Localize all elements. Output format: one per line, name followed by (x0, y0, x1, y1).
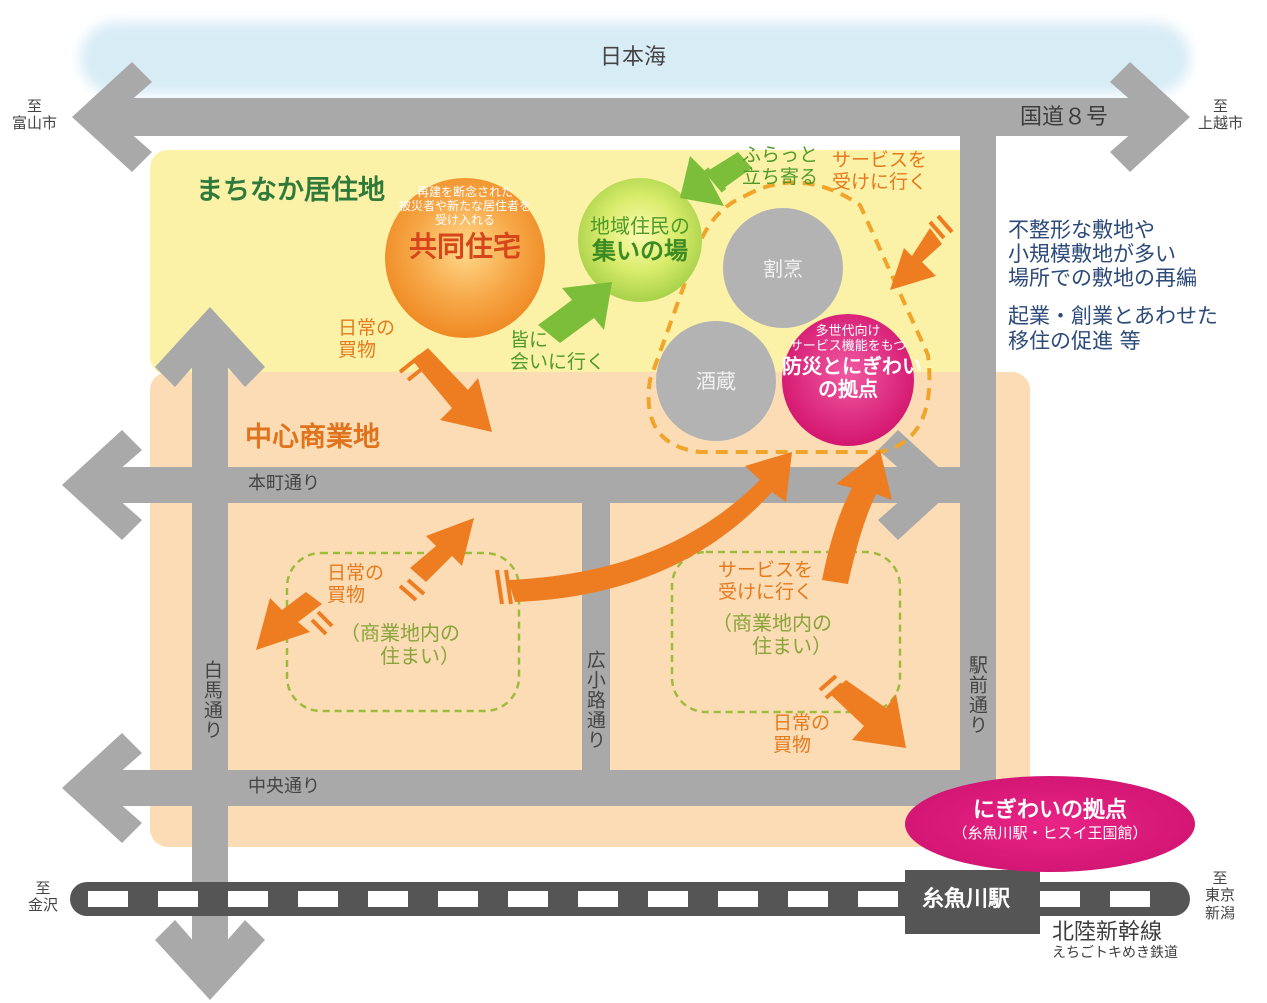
to-label: 至 (27, 97, 43, 115)
flow-meet: 皆に 会いに行く (510, 329, 606, 374)
flow-line: 買物 (327, 583, 366, 606)
flow-line: ふらっと (742, 144, 819, 166)
hub-line3: 防災とにぎわい (782, 353, 922, 378)
flow-line: 立ち寄る (742, 165, 819, 188)
station-box (905, 870, 1040, 934)
housing-note-line: （商業地内の (712, 611, 832, 635)
direction-east-bottom: 至 東京 新潟 (1205, 869, 1236, 922)
hub-circle (782, 314, 914, 446)
place-label: 東京 (1205, 886, 1236, 905)
commercial-zone-title: 中心商業地 (245, 422, 380, 453)
place-label: 富山市 (12, 114, 58, 133)
hub-line1: 多世代向け (815, 324, 881, 339)
kappo-label: 割烹 (763, 257, 803, 281)
station-hub-sub: （糸魚川駅・ヒスイ王国館） (952, 824, 1148, 843)
note-line: 不整形な敷地や (1008, 218, 1155, 242)
flow-line: 受けに行く (718, 580, 814, 603)
to-label: 至 (35, 879, 51, 897)
national-road-label: 国道８号 (1020, 105, 1109, 130)
in-area-housing-left: （商業地内の 住まい） (340, 622, 460, 668)
housing-title: 共同住宅 (408, 230, 521, 264)
flow-line: サービスを (718, 559, 814, 581)
station-label: 糸魚川駅 (922, 887, 1011, 912)
note-line: 場所での敷地の再編 (1008, 266, 1197, 291)
housing-note-line: 住まい） (752, 634, 832, 658)
place-label: 上越市 (1198, 114, 1244, 133)
in-area-housing-right: （商業地内の 住まい） (712, 612, 832, 658)
place-label: 新潟 (1205, 903, 1236, 922)
housing-line1: 再建を断念された (416, 185, 513, 199)
flow-service-right: サービスを 受けに行く (718, 559, 814, 604)
kappo-circle (723, 208, 843, 328)
hub-label: 多世代向け サービス機能をもつ 防災とにぎわい の拠点 (782, 324, 922, 401)
station-hub-label: にぎわいの拠点 （糸魚川駅・ヒスイ王国館） (920, 798, 1180, 843)
street-hirokoji: 広小路通り (583, 650, 606, 750)
notes-block: 不整形な敷地や 小規模敷地が多い 場所での敷地の再編 起業・創業とあわせた 移住… (1008, 218, 1218, 353)
sakagura-circle (656, 321, 776, 441)
flow-line: 日常の (773, 712, 831, 734)
to-label: 至 (1213, 97, 1229, 115)
street-hakuba: 白馬通り (200, 660, 223, 740)
gathering-label: 地域住民の 集いの場 (578, 215, 702, 266)
street-motomachi: 本町通り (248, 473, 320, 494)
flow-daily-left: 日常の 買物 (327, 562, 385, 607)
housing-label: 再建を断念された 被災者や新たな居住者を 受け入れる 共同住宅 (395, 185, 535, 264)
gathering-line1: 地域住民の (590, 214, 690, 238)
housing-line2: 被災者や新たな居住者を (398, 198, 531, 213)
housing-note-line: 住まい） (380, 644, 460, 668)
note-line: 移住の促進 等 (1008, 328, 1141, 353)
direction-east-top: 至 上越市 (1198, 97, 1244, 133)
direction-west-top: 至 富山市 (12, 97, 58, 133)
in-area-housing-right-outline (670, 550, 902, 714)
residential-zone-title: まちなか居住地 (196, 175, 385, 206)
direction-west-bottom: 至 金沢 (28, 879, 59, 915)
street-ekimae: 駅前通り (965, 655, 988, 735)
flow-arrows (256, 152, 954, 748)
flow-line: 受けに行く (832, 170, 928, 193)
housing-note-line: （商業地内の (340, 621, 460, 645)
housing-circle (385, 178, 545, 338)
flow-line: 日常の (327, 562, 385, 584)
flow-line: 買物 (338, 338, 377, 361)
railway-line (70, 870, 1190, 934)
sakagura-label: 酒蔵 (696, 369, 736, 393)
flow-line: サービスを (832, 149, 928, 171)
flow-daily-top: 日常の 買物 (338, 317, 396, 362)
flow-line: 日常の (338, 317, 396, 339)
gathering-circle (578, 178, 702, 302)
flow-service-top: サービスを 受けに行く (832, 149, 928, 194)
flow-furatto: ふらっと 立ち寄る (742, 144, 819, 189)
railway-label: 北陸新幹線 えちごトキめき鉄道 (1052, 920, 1178, 961)
hub-line2: サービス機能をもつ (789, 338, 907, 354)
gathering-line2: 集いの場 (592, 237, 688, 265)
sea-band (80, 22, 1190, 94)
flow-line: 皆に (510, 329, 549, 351)
to-label: 至 (1212, 869, 1228, 887)
housing-line3: 受け入れる (434, 212, 495, 227)
railway-sub: えちごトキめき鉄道 (1052, 945, 1178, 962)
station-hub-ellipse (905, 776, 1195, 872)
road-network (62, 62, 1190, 1000)
street-chuo: 中央通り (248, 776, 320, 797)
hub-line4: の拠点 (818, 376, 878, 401)
note-line: 小規模敷地が多い (1008, 242, 1176, 267)
railway-main: 北陸新幹線 (1052, 920, 1163, 945)
flow-daily-right: 日常の 買物 (773, 712, 831, 757)
note-line: 起業・創業とあわせた (1008, 304, 1218, 329)
place-label: 金沢 (28, 896, 59, 915)
sea-label: 日本海 (600, 45, 667, 70)
flow-line: 買物 (773, 733, 812, 756)
station-hub-title: にぎわいの拠点 (972, 798, 1127, 823)
flow-line: 会いに行く (510, 350, 606, 373)
